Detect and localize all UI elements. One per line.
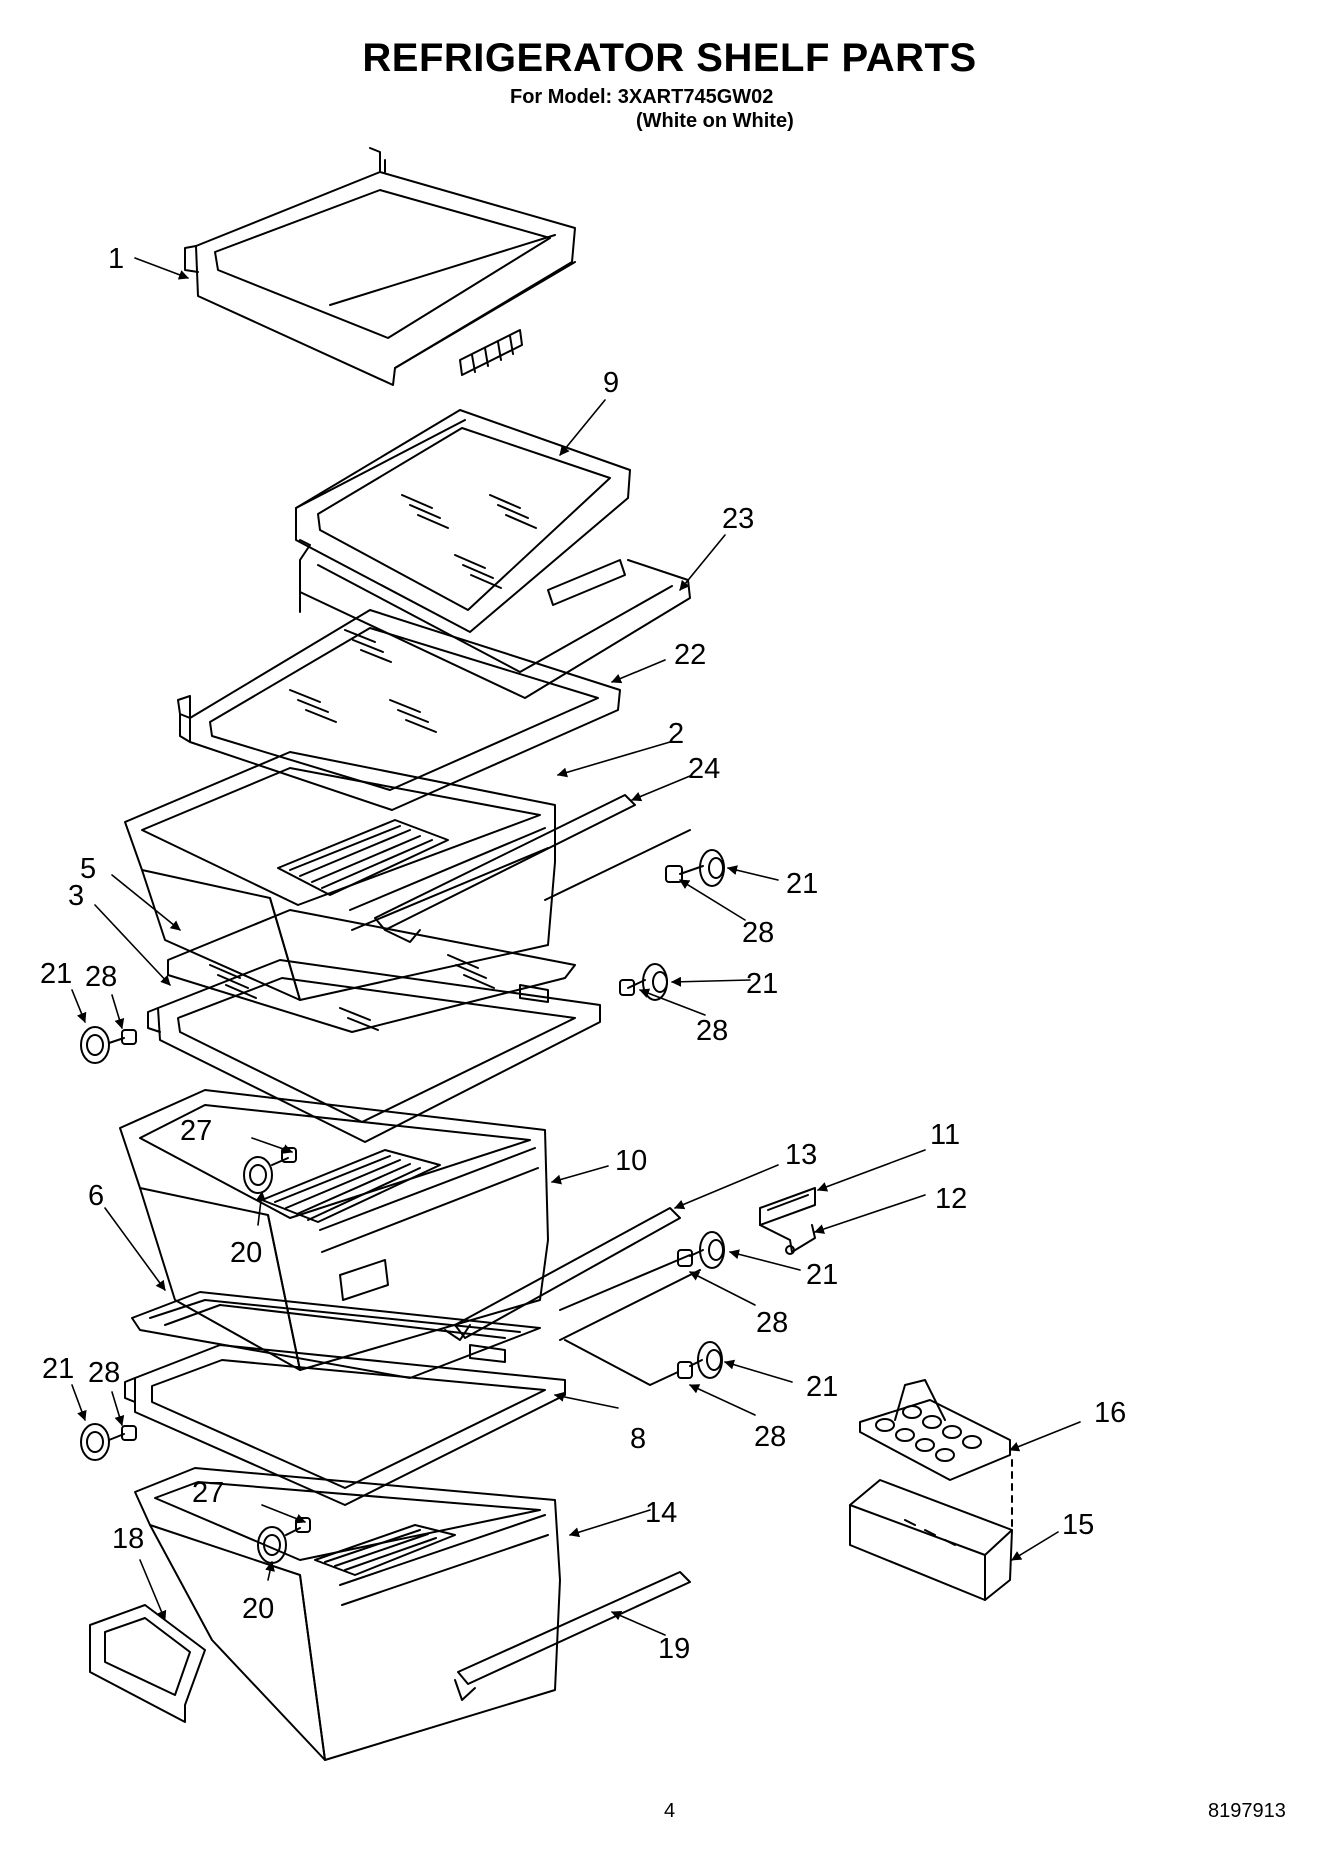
part-1-top-shelf-frame bbox=[184, 147, 576, 386]
part-16-egg-tray bbox=[859, 1379, 1013, 1531]
wheel-assembly-middle-right-2 bbox=[564, 1339, 723, 1386]
callout-5: 5 bbox=[80, 853, 96, 885]
part-5-crisper-cover-glass bbox=[167, 909, 576, 1033]
wheel-assembly-upper-right-2 bbox=[619, 963, 668, 1001]
callout-19: 19 bbox=[658, 1633, 690, 1665]
callout-13: 13 bbox=[785, 1139, 817, 1171]
callout-9: 9 bbox=[603, 367, 619, 399]
callout-21: 21 bbox=[786, 868, 818, 900]
glass-reflection-marks bbox=[401, 494, 537, 589]
part-14-crisper-pan bbox=[134, 1467, 561, 1761]
callout-8: 8 bbox=[630, 1423, 646, 1455]
part-15-egg-bin bbox=[849, 1479, 1013, 1601]
part-3-cover-frame bbox=[147, 959, 601, 1143]
page-number: 4 bbox=[664, 1800, 676, 1822]
callout-28: 28 bbox=[85, 961, 117, 993]
callout-21: 21 bbox=[806, 1371, 838, 1403]
humidity-control-upper bbox=[243, 1147, 297, 1194]
wheel-assembly-upper-right-1 bbox=[665, 849, 725, 887]
wheel-assembly-middle-right-1 bbox=[559, 1231, 725, 1311]
callout-27: 27 bbox=[180, 1115, 212, 1147]
part-13-trim-strip bbox=[444, 1207, 701, 1341]
part-10-crisper-pan bbox=[119, 1089, 549, 1371]
glass-reflection-marks bbox=[289, 629, 437, 733]
callout-11: 11 bbox=[930, 1119, 960, 1151]
callout-24: 24 bbox=[688, 753, 720, 785]
callout-3: 3 bbox=[68, 880, 84, 912]
part-18-label-holder bbox=[89, 1604, 206, 1723]
callout-6: 6 bbox=[88, 1180, 104, 1212]
part-8-cover-frame bbox=[124, 1344, 566, 1506]
callout-21: 21 bbox=[806, 1259, 838, 1291]
callout-21: 21 bbox=[40, 958, 72, 990]
page-title: REFRIGERATOR SHELF PARTS bbox=[362, 36, 977, 80]
part-2-crisper-pan bbox=[124, 751, 556, 1001]
callout-28: 28 bbox=[754, 1421, 786, 1453]
callout-1: 1 bbox=[108, 243, 124, 275]
document-number: 8197913 bbox=[1208, 1800, 1286, 1822]
callout-15: 15 bbox=[1062, 1509, 1094, 1541]
callout-27: 27 bbox=[192, 1477, 224, 1509]
wheel-assembly-lower-left bbox=[80, 1423, 137, 1461]
callout-20: 20 bbox=[230, 1237, 262, 1269]
part-6-crisper-cover-glass bbox=[131, 1291, 541, 1379]
callout-2: 2 bbox=[668, 718, 684, 750]
callout-16: 16 bbox=[1094, 1397, 1126, 1429]
part-11-label-plate bbox=[759, 1187, 816, 1226]
part-22-glass-shelf bbox=[177, 609, 621, 811]
callout-28: 28 bbox=[742, 917, 774, 949]
callout-23: 23 bbox=[722, 503, 754, 535]
model-variant: (White on White) bbox=[636, 110, 794, 132]
crisper-grille bbox=[277, 819, 449, 896]
model-number: For Model: 3XART745GW02 bbox=[510, 86, 774, 108]
callout-14: 14 bbox=[645, 1497, 677, 1529]
part-9-glass-shelf bbox=[295, 409, 631, 633]
part-12-bracket bbox=[759, 1224, 816, 1255]
wheel-assembly-upper-left bbox=[80, 1026, 137, 1064]
callout-12: 12 bbox=[935, 1183, 967, 1215]
humidity-control-lower bbox=[257, 1517, 311, 1564]
callout-21: 21 bbox=[746, 968, 778, 1000]
callout-28: 28 bbox=[696, 1015, 728, 1047]
egg-cups bbox=[875, 1405, 982, 1462]
callout-10: 10 bbox=[615, 1145, 647, 1177]
callout-28: 28 bbox=[88, 1357, 120, 1389]
crisper-grille bbox=[314, 1524, 456, 1576]
callout-22: 22 bbox=[674, 639, 706, 671]
callout-21: 21 bbox=[42, 1353, 74, 1385]
callout-labels: 1 9 23 22 2 24 21 28 5 3 21 28 21 28 27 … bbox=[40, 243, 1126, 1665]
callout-18: 18 bbox=[112, 1523, 144, 1555]
crisper-grille bbox=[261, 1149, 441, 1223]
callout-20: 20 bbox=[242, 1593, 274, 1625]
callout-leaders bbox=[71, 257, 1081, 1636]
part-19-trim-strip bbox=[454, 1571, 691, 1701]
callout-28: 28 bbox=[756, 1307, 788, 1339]
